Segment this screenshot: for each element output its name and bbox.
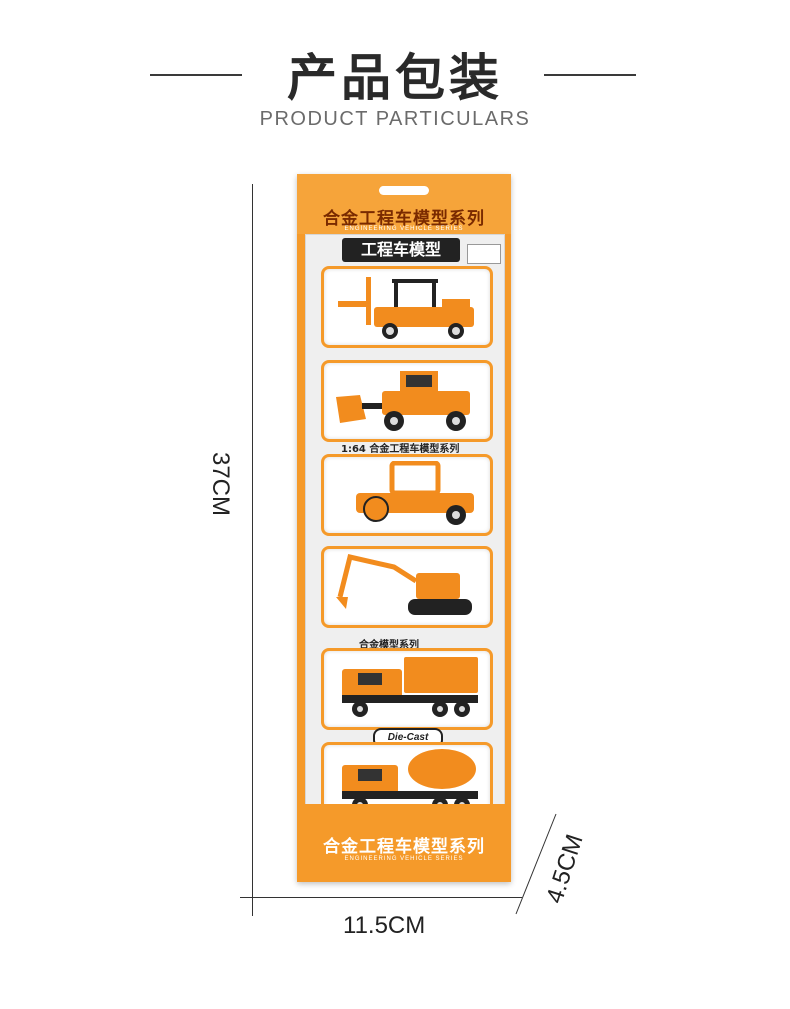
package-header: 合金工程车模型系列 ENGINEERING VEHICLE SERIES: [297, 174, 511, 234]
vehicle-slot-roller: [321, 454, 493, 536]
package-footer: 合金工程车模型系列 ENGINEERING VEHICLE SERIES: [297, 804, 511, 882]
vehicle-slot-excavator: [321, 546, 493, 628]
product-package: 合金工程车模型系列 ENGINEERING VEHICLE SERIES 工程车…: [297, 174, 511, 882]
package-series-title: 合金工程车模型系列: [323, 209, 485, 229]
width-label: 11.5CM: [343, 912, 426, 939]
mid-series-label: 合金模型系列: [359, 640, 419, 651]
dump-truck-icon: [342, 657, 478, 717]
model-banner: 工程车模型: [342, 238, 460, 262]
height-label: 37CM: [207, 451, 235, 517]
age-badge-icon: [467, 244, 501, 264]
hanger-hole-icon: [379, 186, 429, 195]
footer-series-subtitle: ENGINEERING VEHICLE SERIES: [344, 856, 464, 862]
scale-label: 1:64 合金工程车模型系列: [341, 444, 460, 455]
vehicle-slot-dump-truck: [321, 648, 493, 730]
depth-dimension-line: [515, 813, 557, 915]
package-series-subtitle: ENGINEERING VEHICLE SERIES: [344, 226, 464, 232]
width-dimension-line: [240, 897, 522, 898]
title-right-line: [544, 74, 636, 76]
page-subtitle: PRODUCT PARTICULARS: [259, 108, 531, 130]
height-dimension-line: [252, 184, 253, 916]
vehicle-slot-loader: [321, 360, 493, 442]
footer-series-title: 合金工程车模型系列: [323, 837, 485, 857]
title-left-line: [150, 74, 242, 76]
road-roller-icon: [356, 461, 474, 525]
page-title: 产品包装: [287, 49, 503, 107]
forklift-icon: [338, 277, 474, 339]
vehicle-slot-forklift: [321, 266, 493, 348]
excavator-icon: [336, 554, 472, 615]
wheel-loader-icon: [336, 371, 470, 431]
